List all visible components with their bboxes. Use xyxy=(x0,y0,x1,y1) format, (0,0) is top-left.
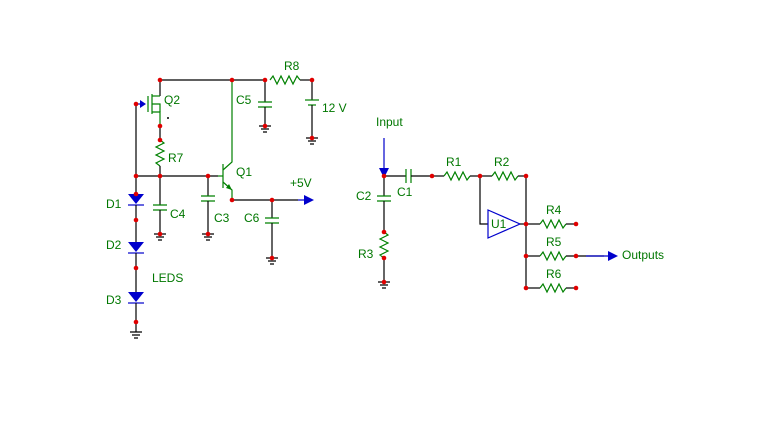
input-label: Input xyxy=(376,115,403,129)
c4-label: C4 xyxy=(170,207,186,221)
c6-label: C6 xyxy=(244,211,260,225)
r1-resistor xyxy=(432,170,480,182)
q1-label: Q1 xyxy=(236,165,252,179)
r6-label: R6 xyxy=(546,267,562,281)
c1-label: C1 xyxy=(397,185,413,199)
r3-label: R3 xyxy=(358,247,374,261)
r1-label: R1 xyxy=(446,155,462,169)
d3-diode xyxy=(128,292,144,322)
r7-label: R7 xyxy=(168,151,184,165)
c3-label: C3 xyxy=(214,211,230,225)
outputs-label: Outputs xyxy=(622,248,664,262)
d3-label: D3 xyxy=(106,293,122,307)
r8-label: R8 xyxy=(284,59,300,73)
c5-capacitor xyxy=(258,80,272,133)
r6-resistor xyxy=(526,282,576,294)
supply-12v-label: 12 V xyxy=(322,101,347,115)
r5-label: R5 xyxy=(546,235,562,249)
q1-transistor xyxy=(218,80,233,200)
q2-transistor xyxy=(136,94,169,126)
d2-label: D2 xyxy=(106,238,122,252)
c6-capacitor xyxy=(265,200,279,265)
r4-label: R4 xyxy=(546,203,562,217)
opamp-input-wire xyxy=(479,176,488,225)
d3-ground-icon xyxy=(130,322,142,339)
c2-capacitor xyxy=(377,176,391,232)
r8-resistor xyxy=(269,74,301,86)
d2-diode xyxy=(128,242,144,292)
outputs-arrow-icon xyxy=(586,251,618,261)
r7-resistor xyxy=(154,126,166,176)
output-arrow-icon xyxy=(298,195,314,205)
c2-label: C2 xyxy=(356,189,372,203)
right-junction-nodes xyxy=(381,173,579,291)
output-5v-label: +5V xyxy=(290,176,312,190)
d1-label: D1 xyxy=(106,197,122,211)
left-junction-nodes xyxy=(133,77,315,325)
r2-label: R2 xyxy=(494,155,510,169)
r4-resistor xyxy=(526,218,576,230)
battery-12v-icon xyxy=(305,80,319,145)
c4-capacitor xyxy=(153,176,167,241)
c3-capacitor xyxy=(201,176,215,241)
u1-label: U1 xyxy=(491,217,507,231)
c5-label: C5 xyxy=(236,93,252,107)
input-arrow-icon xyxy=(379,138,389,178)
r2-resistor xyxy=(480,170,526,182)
leds-label: LEDS xyxy=(152,271,183,285)
c1-capacitor xyxy=(384,169,432,183)
q2-label: Q2 xyxy=(164,93,180,107)
d1-diode xyxy=(128,176,144,242)
